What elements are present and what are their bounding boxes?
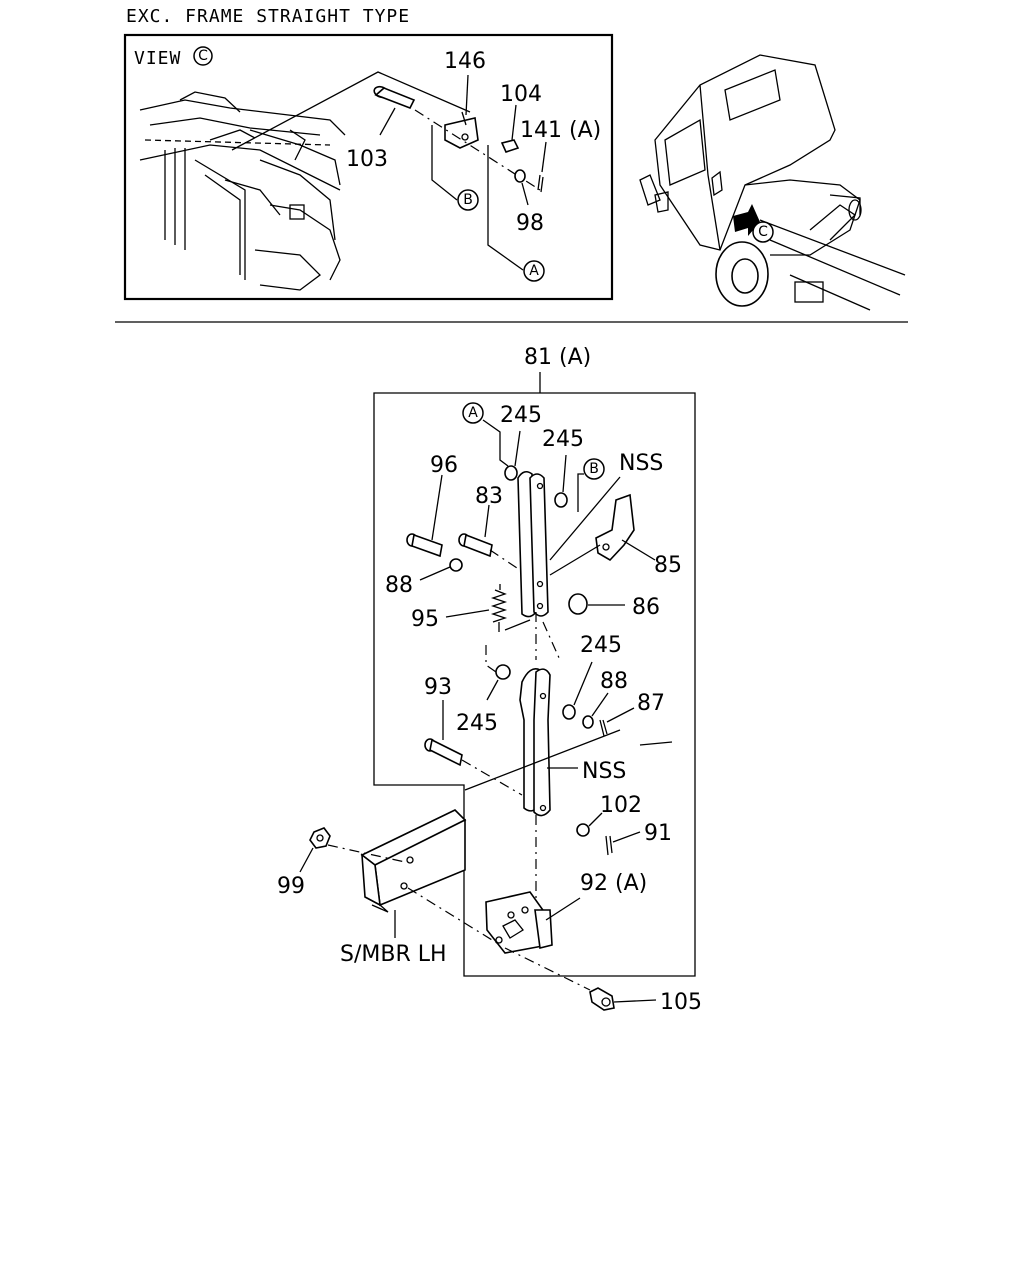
label-105: 105 (660, 990, 702, 1015)
label-146: 146 (444, 49, 486, 74)
marker-a-view-letter: A (529, 263, 539, 279)
marker-b-view-letter: B (463, 192, 473, 208)
label-88-left: 88 (385, 573, 413, 598)
assembly-outline (373, 392, 696, 977)
label-85: 85 (654, 553, 682, 578)
label-96: 96 (430, 453, 458, 478)
label-102: 102 (600, 793, 642, 818)
part-141a (537, 174, 544, 193)
part-103 (373, 85, 416, 110)
truck-marker-c (752, 221, 774, 243)
lower-link-arm (519, 668, 551, 817)
label-smbr: S/MBR LH (340, 942, 447, 967)
label-87: 87 (637, 691, 665, 716)
label-245-d: 245 (456, 711, 498, 736)
label-245-a: 245 (500, 403, 542, 428)
washer-88-right (582, 715, 594, 729)
view-letter: C (198, 48, 208, 64)
label-245-b: 245 (542, 427, 584, 452)
label-83: 83 (475, 484, 503, 509)
washer-88-left (449, 558, 463, 572)
part-91 (605, 835, 613, 856)
main-assembly: 81 (A) A 245 245 B NSS 96 (277, 345, 702, 1015)
label-81a: 81 (A) (524, 345, 591, 370)
marker-a-main (462, 402, 484, 424)
label-86: 86 (632, 595, 660, 620)
label-88-right: 88 (600, 669, 628, 694)
marker-b-main (583, 458, 605, 480)
label-99: 99 (277, 874, 305, 899)
part-87 (599, 719, 608, 737)
label-245-c: 245 (580, 633, 622, 658)
part-96 (406, 533, 443, 558)
label-nss-top: NSS (619, 451, 663, 476)
marker-b-main-letter: B (589, 461, 599, 477)
label-95: 95 (411, 607, 439, 632)
view-letter-circle (193, 46, 213, 66)
marker-a-main-letter: A (468, 405, 478, 421)
marker-b-view (457, 189, 479, 211)
part-146 (444, 111, 479, 149)
part-95 (490, 584, 508, 632)
view-label: VIEW (134, 48, 181, 69)
part-104 (500, 139, 520, 153)
part-98 (514, 169, 526, 183)
upper-link-arm (517, 470, 549, 618)
part-86 (568, 593, 588, 615)
part-85 (595, 493, 635, 562)
bushing-245-d (495, 664, 511, 680)
marker-a-view (523, 260, 545, 282)
part-83 (458, 533, 493, 558)
bushing-245-b (554, 492, 568, 508)
frame-sketch (139, 91, 346, 291)
label-98: 98 (516, 211, 544, 236)
side-member-lh (360, 809, 467, 913)
part-99 (309, 827, 331, 849)
label-nss-bottom: NSS (582, 759, 626, 784)
bushing-245-c (562, 704, 576, 720)
view-c-panel: VIEW C (123, 33, 614, 301)
bushing-245-a (504, 465, 518, 481)
part-105 (589, 987, 615, 1011)
washer-102 (576, 823, 590, 837)
label-91: 91 (644, 821, 672, 846)
label-93: 93 (424, 675, 452, 700)
diagram-title: EXC. FRAME STRAIGHT TYPE (126, 6, 410, 27)
label-141a: 141 (A) (520, 118, 601, 143)
label-104: 104 (500, 82, 542, 107)
truck-marker-c-letter: C (758, 224, 768, 240)
part-92a (485, 891, 553, 954)
part-93 (424, 738, 463, 767)
truck-sketch: C (639, 54, 906, 311)
label-103: 103 (346, 147, 388, 172)
label-92a: 92 (A) (580, 871, 647, 896)
